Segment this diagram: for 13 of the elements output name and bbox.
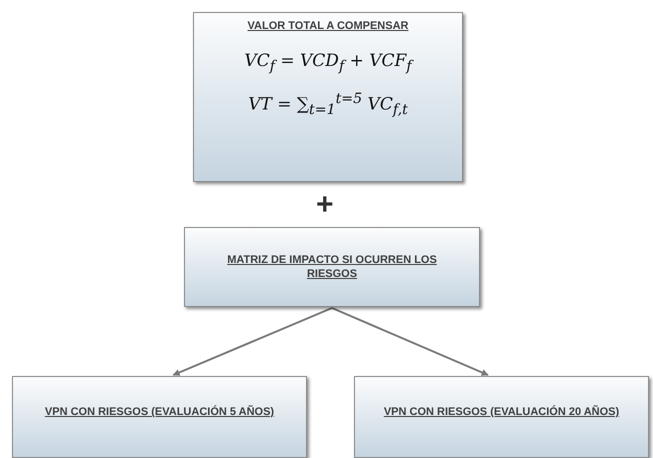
formula: VT = ∑$_{t=1}$$^{t=5}$ VC$_{f,t}$ (248, 90, 408, 118)
box-title: VPN CON RIESGOS (EVALUACIÓN 5 AÑOS) (44, 405, 274, 420)
process-box (354, 376, 649, 458)
arrow (332, 307, 489, 376)
formula: VC$_{f}$ = VCD$_{f}$ + VCF$_{f}$ (244, 51, 412, 75)
box-title: VPN CON RIESGOS (EVALUACIÓN 20 AÑOS) (384, 405, 620, 420)
box-title: MATRIZ DE IMPACTO SI OCURREN LOS RIESGOS (226, 252, 438, 282)
process-box (193, 12, 463, 182)
process-box (12, 376, 307, 458)
process-box (184, 227, 480, 307)
box-title: VALOR TOTAL A COMPENSAR (248, 19, 408, 34)
plus-sign: + (316, 190, 334, 220)
arrow (172, 307, 332, 376)
